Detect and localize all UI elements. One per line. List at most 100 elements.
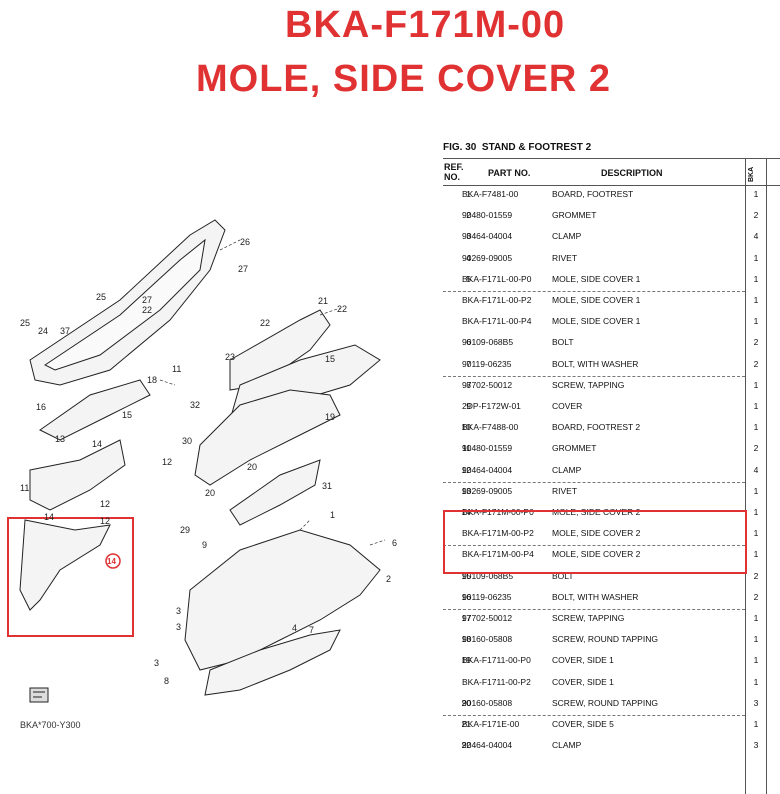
callout-label: 13 — [55, 434, 65, 444]
callout-14-label: 14 — [107, 557, 116, 566]
description-cell: CLAMP — [552, 740, 582, 751]
callout-label: 31 — [322, 481, 332, 491]
ref-cell: 13 — [461, 485, 471, 496]
description-cell: BOLT — [552, 570, 574, 581]
diagram-code: BKA*700-Y300 — [20, 720, 81, 730]
quantity-cell: 1 — [753, 316, 759, 327]
description-cell: MOLE, SIDE COVER 1 — [552, 273, 641, 284]
footrest-board-lower — [204, 629, 341, 696]
part-number-cell: 2DP-F172W-01 — [462, 401, 521, 411]
description-header: DESCRIPTION — [601, 168, 663, 178]
callout-label: 1 — [330, 510, 335, 520]
callout-label: 25 — [96, 292, 106, 302]
part-number-cell: 97702-50012 — [462, 379, 513, 390]
mole-part-right — [229, 309, 331, 391]
ref-cell: 22 — [461, 740, 471, 751]
description-cell: MOLE, SIDE COVER 2 — [552, 549, 641, 560]
ref-cell: 7 — [466, 358, 471, 369]
description-cell: SCREW, TAPPING — [552, 613, 625, 623]
callout-label: 22 — [337, 304, 347, 314]
callout-label: 21 — [318, 296, 328, 306]
part-number-cell: 90160-05808 — [462, 634, 513, 645]
part-number-cell: BKA-F171M-00-P0 — [462, 507, 534, 517]
callout-label: 22 — [142, 305, 152, 315]
callout-label: 32 — [190, 400, 200, 410]
callout-label: 37 — [60, 326, 70, 336]
callout-label: 27 — [142, 295, 152, 305]
ref-cell: 6 — [466, 337, 471, 348]
highlight-box-table — [443, 510, 747, 574]
part-number-cell: 90464-04004 — [462, 740, 513, 751]
part-number-cell: 90480-01559 — [462, 210, 513, 221]
part-number-cell: BKA-F171L-00-P0 — [462, 273, 532, 284]
description-cell: MOLE, SIDE COVER 2 — [552, 528, 641, 539]
ref-cell: 3 — [466, 231, 471, 242]
quantity-cell: 1 — [753, 273, 759, 284]
model-header: BKA — [748, 166, 755, 182]
description-cell: SCREW, TAPPING — [552, 379, 625, 390]
callout-label: 18 — [147, 375, 157, 385]
callout-label: 19 — [325, 412, 335, 422]
quantity-cell: 1 — [753, 252, 759, 263]
quantity-cell: 1 — [753, 507, 759, 517]
callout-label: 8 — [164, 676, 169, 686]
callout-label: 9 — [202, 540, 207, 550]
quantity-cell: 1 — [753, 719, 759, 729]
callout-label: 14 — [92, 439, 102, 449]
group-separator — [443, 481, 745, 483]
part-number-cell: 90119-06235 — [462, 591, 512, 602]
quantity-cell: 3 — [753, 697, 759, 708]
ref-cell: 11 — [462, 443, 471, 454]
ref-cell: 18 — [461, 634, 471, 645]
part-number-cell: 90160-05808 — [462, 697, 513, 708]
cover-side-one — [194, 389, 341, 486]
group-separator — [443, 291, 745, 292]
description-cell: CLAMP — [552, 464, 582, 475]
table-row: BKA-F1711-00-P2 COVER, SIDE 1 1 — [443, 674, 780, 695]
description-cell: BOLT — [552, 337, 574, 348]
quantity-cell: 2 — [753, 358, 759, 369]
part-name-title: MOLE, SIDE COVER 2 — [196, 58, 611, 100]
part-number-cell: BKA-F171M-00-P4 — [462, 549, 534, 560]
part-number-cell: 90109-068B5 — [462, 570, 514, 581]
callout-label: 15 — [122, 410, 132, 420]
quantity-cell: 2 — [753, 443, 759, 454]
part-number-cell: BKA-F171M-00-P2 — [462, 528, 534, 539]
part-number-cell: BKA-F1711-00-P2 — [462, 676, 531, 687]
quantity-cell: 1 — [753, 401, 759, 411]
ref-cell: 15 — [461, 570, 471, 581]
group-separator — [443, 609, 745, 610]
part-number-cell: 90269-09005 — [462, 485, 513, 496]
callout-label: 11 — [172, 364, 181, 374]
description-cell: BOARD, FOOTREST 2 — [552, 422, 641, 433]
description-cell: MOLE, SIDE COVER 2 — [552, 507, 641, 517]
qty-column-divider — [745, 158, 746, 794]
description-cell: GROMMET — [552, 443, 597, 454]
part-number-cell: 97702-50012 — [462, 613, 513, 623]
description-cell: COVER, SIDE 1 — [552, 676, 614, 687]
ref-cell: 21 — [461, 719, 471, 729]
part-32 — [39, 379, 151, 441]
callout-label: 7 — [309, 625, 314, 635]
description-cell: CLAMP — [552, 231, 582, 242]
callout-label: 27 — [238, 264, 248, 274]
quantity-cell: 1 — [753, 676, 759, 687]
ref-cell: 9 — [466, 401, 471, 411]
